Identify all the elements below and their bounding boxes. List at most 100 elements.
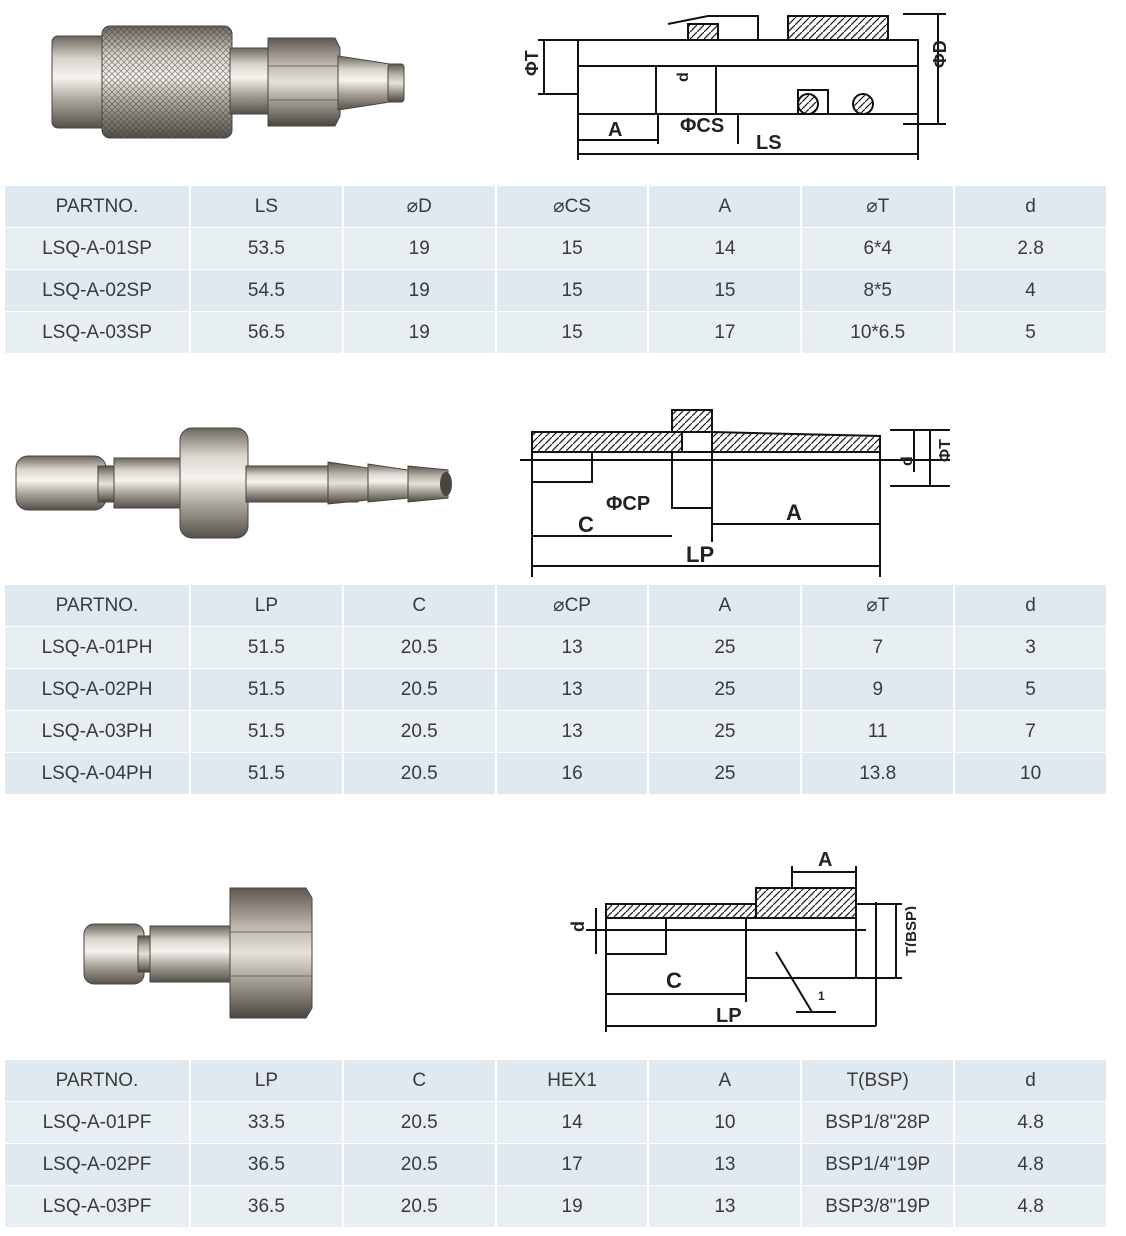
hose-plug-label-t: ΦT (937, 439, 954, 462)
table-cell: 11 (801, 710, 956, 753)
table-cell: 51.5 (190, 752, 344, 795)
table-cell: 15 (495, 311, 650, 354)
table-cell: 13 (648, 1143, 803, 1186)
hose-plug-label-c: C (578, 512, 594, 537)
socket-drawing: ΦT d A ΦCS LS ΦD (522, 13, 948, 160)
table-cell: 13 (648, 1185, 803, 1228)
female-plug-photo (83, 887, 313, 1019)
table-cell: 17 (648, 311, 803, 354)
female-plug-label-t: T(BSP) (903, 906, 916, 956)
table-cell: 20.5 (342, 1143, 497, 1186)
column-header: d (954, 585, 1108, 627)
table-cell: 16 (495, 752, 650, 795)
table-cell: 19 (495, 1185, 650, 1228)
table-cell: 6*4 (801, 227, 956, 270)
table-cell: 2.8 (954, 227, 1108, 270)
table-cell: 4.8 (954, 1185, 1108, 1228)
socket-label-ls: LS (756, 132, 782, 154)
female-plug-drawing: A d C LP T(BSP) 1 (568, 849, 916, 1032)
column-header: A (648, 585, 803, 627)
female-plug-label-lp: LP (716, 1005, 742, 1027)
column-header: PARTNO. (5, 585, 191, 627)
hose-plug-label-a: A (786, 500, 802, 525)
table-cell: 20.5 (342, 668, 497, 711)
table-cell: 7 (801, 626, 956, 669)
table-cell: 15 (495, 269, 650, 312)
table-cell: 8*5 (801, 269, 956, 312)
table-cell: 54.5 (190, 269, 344, 312)
table-cell: 20.5 (342, 626, 497, 669)
table-cell: 36.5 (190, 1185, 344, 1228)
table-cell: 20.5 (342, 710, 497, 753)
column-header: d (954, 1060, 1108, 1102)
column-header: ⌀D (342, 186, 497, 228)
table-cell: 14 (495, 1101, 650, 1144)
table-cell: 25 (648, 752, 803, 795)
column-header: ⌀T (801, 186, 956, 228)
part-number-cell: LSQ-A-01PF (5, 1101, 191, 1144)
hose-plug-label-cp: ΦCP (606, 493, 650, 515)
hose-plug-drawing: ΦCP C A LP d ΦT (520, 409, 954, 577)
table-cell: 9 (801, 668, 956, 711)
table-cell: 7 (954, 710, 1108, 753)
table-cell: 20.5 (342, 1185, 497, 1228)
female-plug-label-d: d (568, 921, 588, 932)
table-cell: BSP1/8"28P (801, 1101, 956, 1144)
socket-label-D: ΦD (930, 40, 948, 68)
part-number-cell: LSQ-A-02PF (5, 1143, 191, 1186)
table-cell: 5 (954, 668, 1108, 711)
table-cell: 13 (495, 626, 650, 669)
table-cell: 56.5 (190, 311, 344, 354)
column-header: PARTNO. (5, 186, 191, 228)
table-cell: 5 (954, 311, 1108, 354)
table-cell: 33.5 (190, 1101, 344, 1144)
table-cell: 20.5 (342, 1101, 497, 1144)
part-number-cell: LSQ-A-03PF (5, 1185, 191, 1228)
table-cell: 53.5 (190, 227, 344, 270)
part-number-cell: LSQ-A-02PH (5, 668, 191, 711)
table-cell: 15 (648, 269, 803, 312)
table-cell: 25 (648, 710, 803, 753)
column-header: LP (190, 585, 344, 627)
column-header: C (342, 1060, 497, 1102)
column-header: A (648, 186, 803, 228)
table-cell: 25 (648, 626, 803, 669)
table-cell: 17 (495, 1143, 650, 1186)
socket-photo (51, 25, 405, 139)
table-cell: 4.8 (954, 1101, 1108, 1144)
column-header: LP (190, 1060, 344, 1102)
female-plug-label-a: A (818, 849, 832, 871)
column-header: HEX1 (495, 1060, 650, 1102)
table-cell: 13 (495, 710, 650, 753)
table-cell: 51.5 (190, 668, 344, 711)
table-cell: BSP3/8"19P (801, 1185, 956, 1228)
table-cell: 19 (342, 311, 497, 354)
hose-plug-label-d: d (899, 456, 916, 466)
female-plug-label-c: C (666, 968, 682, 993)
part-number-cell: LSQ-A-01SP (5, 227, 191, 270)
table-cell: BSP1/4"19P (801, 1143, 956, 1186)
part-number-cell: LSQ-A-03PH (5, 710, 191, 753)
table-cell: 3 (954, 626, 1108, 669)
table-cell: 10*6.5 (801, 311, 956, 354)
table-cell: 10 (954, 752, 1108, 795)
table-cell: 19 (342, 227, 497, 270)
